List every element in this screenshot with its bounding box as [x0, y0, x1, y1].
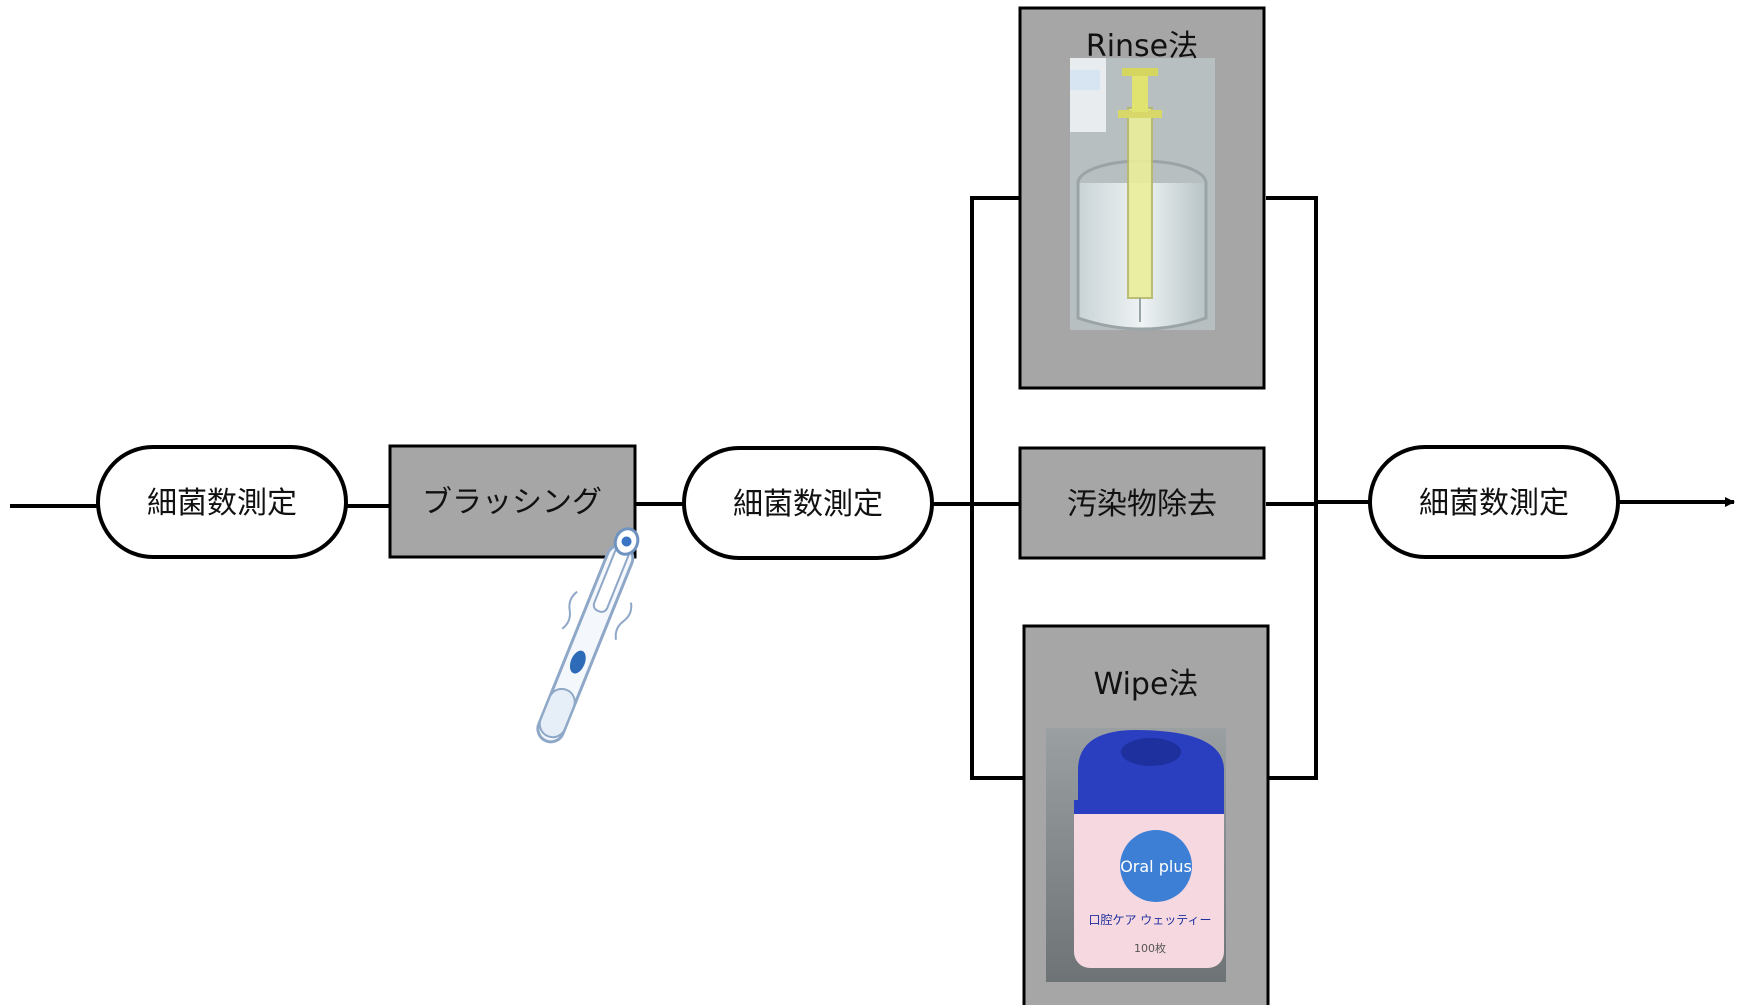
wipe-product-text: 口腔ケア ウェッティー	[1088, 912, 1211, 927]
wipe-photo: Oral plus 口腔ケア ウェッティー 100枚	[1046, 728, 1226, 982]
wipe-count-text: 100枚	[1134, 941, 1166, 955]
measure-node-3-label: 細菌数測定	[1419, 486, 1569, 521]
measure-node-1: 細菌数測定	[96, 445, 348, 559]
contaminant-removal-label: 汚染物除去	[1067, 487, 1217, 522]
wipe-brand-text: Oral plus	[1120, 857, 1192, 876]
brushing-label: ブラッシング	[422, 485, 602, 520]
branch-left-bracket	[970, 196, 1024, 780]
measure-node-2-label: 細菌数測定	[733, 487, 883, 522]
wipe-label: Wipe法	[1094, 667, 1199, 702]
branch-right-bracket	[1266, 196, 1318, 780]
measure-node-2: 細菌数測定	[682, 446, 934, 560]
measure-node-3: 細菌数測定	[1368, 445, 1620, 559]
rinse-photo	[1070, 58, 1215, 331]
brushing-box: ブラッシング	[388, 444, 637, 559]
measure-node-1-label: 細菌数測定	[147, 486, 297, 521]
rinse-label: Rinse法	[1086, 29, 1198, 64]
wipe-box: Wipe法 Oral plus 口腔ケア ウェッティー 100枚	[1022, 624, 1270, 1005]
rinse-box: Rinse法	[1018, 6, 1266, 390]
electric-toothbrush-icon	[536, 527, 640, 744]
connector-lines	[10, 196, 1735, 780]
contaminant-removal-box: 汚染物除去	[1018, 446, 1266, 560]
